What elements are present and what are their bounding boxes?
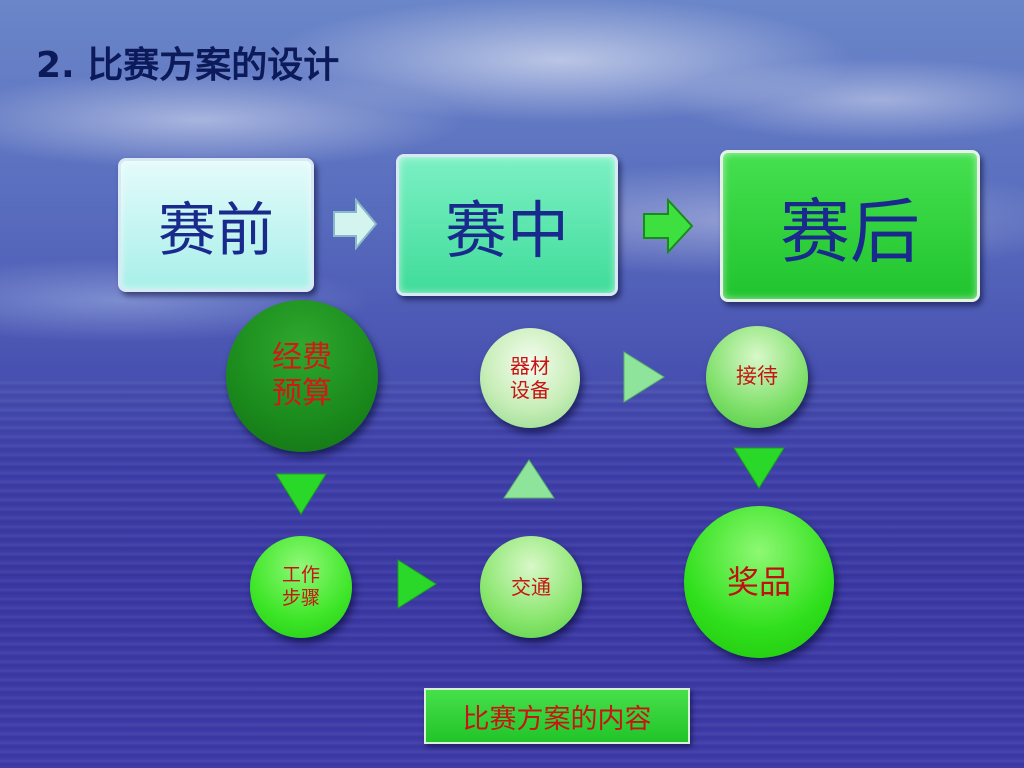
content-caption: 比赛方案的内容 — [424, 688, 690, 744]
node-work-steps: 工作 步骤 — [250, 536, 352, 638]
node-transport: 交通 — [480, 536, 582, 638]
node-prizes: 奖品 — [684, 506, 834, 658]
node-equipment: 器材 设备 — [480, 328, 580, 428]
arrow-right-icon — [397, 559, 437, 609]
node-reception: 接待 — [706, 326, 808, 428]
stage-during-box: 赛中 — [396, 154, 618, 296]
stage-before-box: 赛前 — [118, 158, 314, 292]
stage-after-box: 赛后 — [720, 150, 980, 302]
arrow-right-icon — [623, 351, 665, 403]
stage-arrow-1-icon — [333, 198, 378, 250]
node-funding-budget: 经费 预算 — [226, 300, 378, 452]
arrow-down-icon — [275, 473, 327, 515]
arrow-down-icon — [733, 447, 785, 489]
stage-arrow-2-icon — [643, 198, 694, 254]
arrow-up-icon — [503, 459, 555, 499]
page-title: 2. 比赛方案的设计 — [36, 45, 340, 86]
